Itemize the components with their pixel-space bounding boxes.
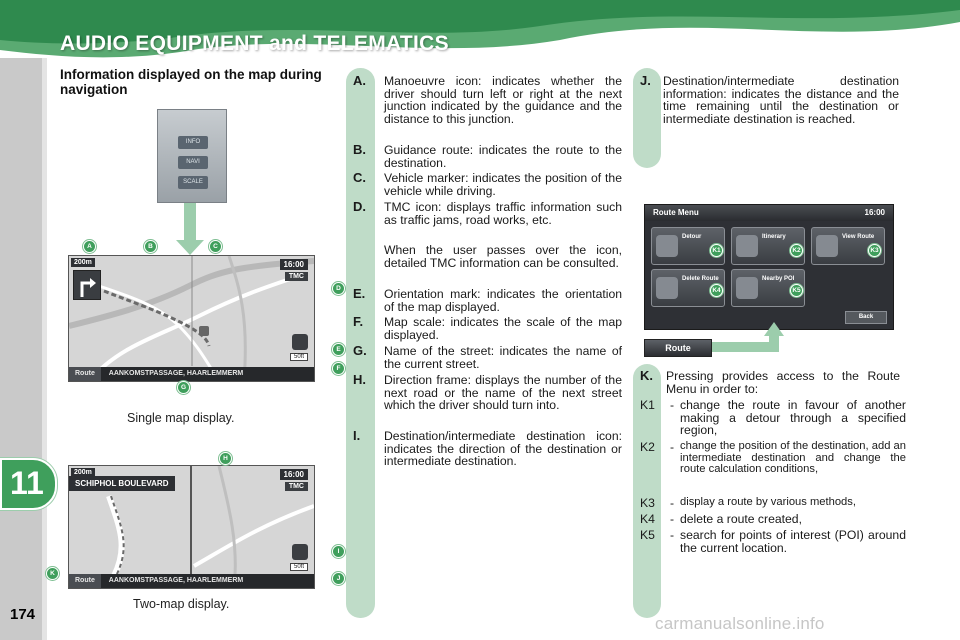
- legend-label: E.: [353, 286, 366, 301]
- navigation-buttons-photo: INFO NAVI SCALE: [157, 109, 227, 203]
- legend-label: I.: [353, 428, 361, 443]
- info-button-icon: INFO: [178, 136, 208, 149]
- street-name-bar-2: Route AANKOMSTPASSAGE, HAARLEMMERM: [69, 574, 314, 588]
- destination-direction-icon: [292, 544, 308, 560]
- detour-button[interactable]: Detour: [651, 227, 725, 265]
- callout-e: E: [332, 343, 345, 356]
- arrow-down-head: [176, 240, 204, 255]
- legend-text: Orientation mark: indicates the orientat…: [384, 287, 622, 314]
- legend-label: K.: [640, 368, 653, 383]
- map-scale-2: 50ft: [289, 563, 308, 571]
- two-map-display: 200m SCHIPHOL BOULEVARD 16:00 TMC 50ft R…: [68, 465, 315, 589]
- clock-display: 16:00: [279, 259, 308, 270]
- legend-text: Manoeuvre icon: indicates whether the dr…: [384, 74, 622, 126]
- callout-j: J: [332, 572, 345, 585]
- section-title: Information displayed on the map during …: [60, 67, 322, 97]
- vehicle-marker-icon: [199, 326, 209, 336]
- arrow-down-icon: [184, 203, 196, 245]
- callout-k5: K5: [790, 284, 803, 297]
- route-menu-titlebar: Route Menu 16:00: [645, 205, 893, 221]
- legend-label: C.: [353, 170, 366, 185]
- legend-text: Direction frame: displays the number of …: [384, 373, 622, 413]
- itinerary-icon: [736, 235, 758, 257]
- callout-k3: K3: [868, 244, 881, 257]
- legend-text: Map scale: indicates the scale of the ma…: [384, 315, 622, 342]
- column-bar-middle: [346, 68, 375, 618]
- page-number: 174: [10, 606, 36, 623]
- legend-label: D.: [353, 199, 366, 214]
- distance-indicator: 200m: [71, 258, 95, 267]
- back-button[interactable]: Back: [845, 311, 887, 324]
- callout-d: D: [332, 282, 345, 295]
- route-menu-screen: Route Menu 16:00 Detour Itinerary View R…: [644, 204, 894, 330]
- tmc-icon-2: TMC: [284, 482, 308, 491]
- header-band: AUDIO EQUIPMENT and TELEMATICS: [0, 0, 960, 58]
- legend-label: J.: [640, 73, 651, 88]
- navi-button-icon: NAVI: [178, 156, 208, 169]
- column-bar-right-top: [633, 68, 661, 168]
- callout-k2: K2: [790, 244, 803, 257]
- route-tab: Route: [69, 367, 101, 381]
- delete-route-icon: [656, 277, 678, 299]
- orientation-mark-icon: [292, 334, 308, 350]
- map-scale: 50ft: [289, 353, 308, 361]
- callout-k4: K4: [710, 284, 723, 297]
- clock-display-2: 16:00: [279, 469, 308, 480]
- tmc-icon: TMC: [284, 272, 308, 281]
- caption-two-map: Two-map display.: [133, 597, 230, 611]
- map-roads-graphic: [69, 256, 314, 381]
- callout-b: B: [144, 240, 157, 253]
- page-header-title: AUDIO EQUIPMENT and TELEMATICS: [60, 32, 449, 55]
- legend-label: H.: [353, 372, 366, 387]
- callout-f: F: [332, 362, 345, 375]
- detour-icon: [656, 235, 678, 257]
- arrow-connector: [712, 342, 778, 352]
- legend-label: B.: [353, 142, 366, 157]
- callout-h: H: [219, 452, 232, 465]
- legend-label: G.: [353, 343, 367, 358]
- legend-text: Pressing provides access to the Route Me…: [666, 369, 900, 396]
- callout-a: A: [83, 240, 96, 253]
- callout-k: K: [46, 567, 59, 580]
- distance-indicator-2: 200m: [71, 468, 95, 477]
- view-route-icon: [816, 235, 838, 257]
- route-menu-clock: 16:00: [864, 208, 885, 217]
- arrow-up-icon: [764, 322, 784, 336]
- route-menu-title: Route Menu: [653, 208, 699, 217]
- route-button[interactable]: Route: [644, 339, 712, 357]
- legend-text: Name of the street: indicates the name o…: [384, 344, 622, 371]
- legend-text: Destination/intermediate destination inf…: [663, 74, 899, 126]
- street-name-bar: Route AANKOMSTPASSAGE, HAARLEMMERM: [69, 367, 314, 381]
- street-name-2: AANKOMSTPASSAGE, HAARLEMMERM: [108, 577, 244, 584]
- chapter-tab: 11: [0, 458, 57, 510]
- street-name: AANKOMSTPASSAGE, HAARLEMMERM: [108, 370, 244, 377]
- legend-text: TMC icon: displays traffic information s…: [384, 200, 622, 227]
- header-swoosh: [0, 0, 960, 58]
- callout-c: C: [209, 240, 222, 253]
- direction-frame: SCHIPHOL BOULEVARD: [69, 476, 175, 491]
- route-tab-2: Route: [69, 574, 101, 588]
- legend-text: Vehicle marker: indicates the position o…: [384, 171, 622, 198]
- arrow-connector-vertical: [769, 336, 779, 352]
- scale-button-icon: SCALE: [178, 176, 208, 189]
- legend-text: When the user passes over the icon, deta…: [384, 243, 622, 270]
- left-margin-strip: [0, 58, 47, 640]
- manoeuvre-icon: [73, 270, 101, 300]
- watermark: carmanualsonline.info: [655, 614, 825, 633]
- callout-k1: K1: [710, 244, 723, 257]
- callout-i: I: [332, 545, 345, 558]
- legend-label: A.: [353, 73, 366, 88]
- single-map-display: 200m 16:00 TMC 50ft Route AANKOMSTPASSAG…: [68, 255, 315, 382]
- caption-single-map: Single map display.: [127, 411, 235, 425]
- callout-g: G: [177, 381, 190, 394]
- chapter-number: 11: [10, 465, 44, 501]
- legend-text: Destination/intermediate destination ico…: [384, 429, 622, 469]
- legend-label: F.: [353, 314, 364, 329]
- nearby-poi-icon: [736, 277, 758, 299]
- legend-text: Guidance route: indicates the route to t…: [384, 143, 622, 170]
- column-bar-right-bottom: [633, 364, 661, 618]
